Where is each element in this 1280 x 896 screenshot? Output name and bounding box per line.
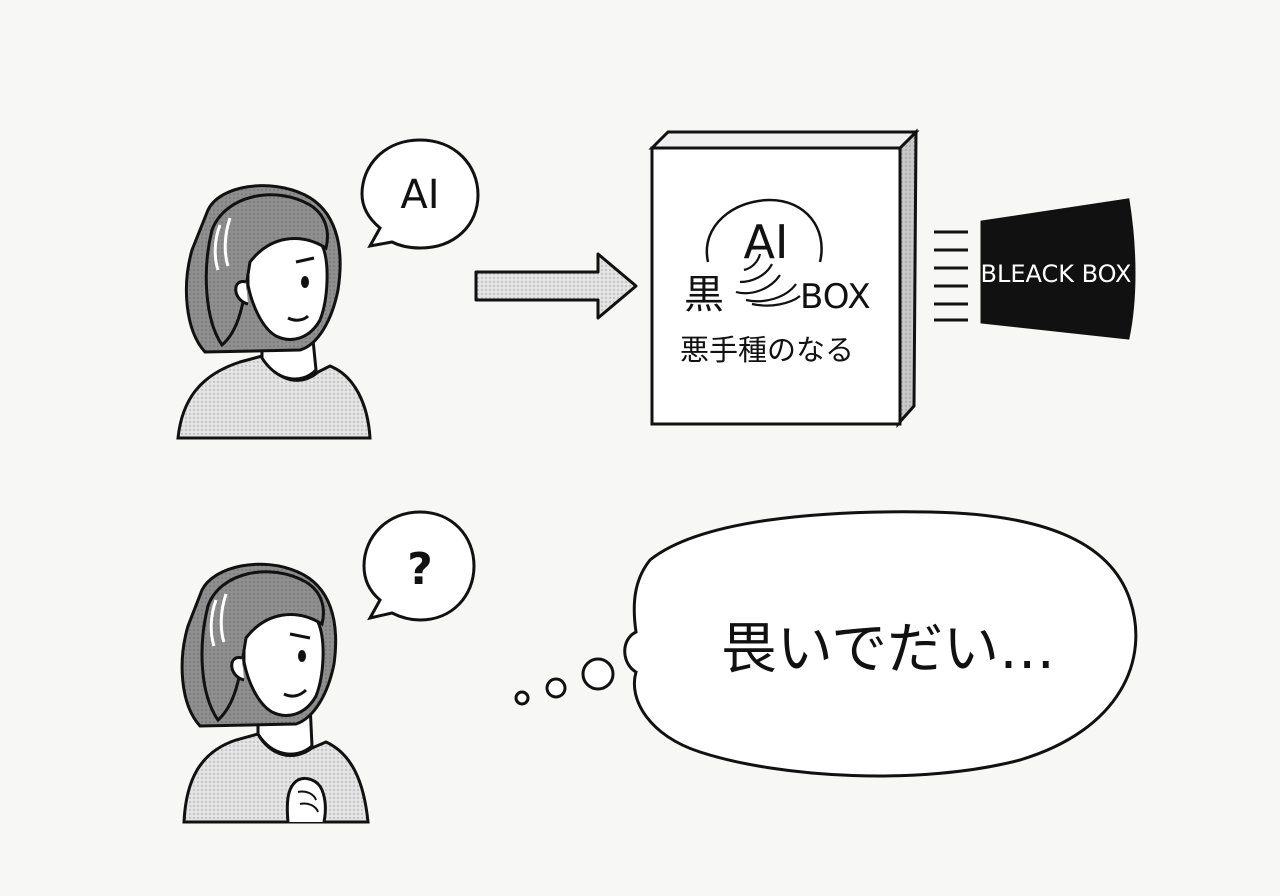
hand [285,776,327,823]
speech-bubble-bottom: ? [362,510,476,622]
box-box-text: BOX [800,277,871,317]
box-kanji-text: 黒 [684,272,724,318]
speech-bubble-bottom-text: ? [407,544,433,595]
thought-bubble: 畏いでだい… [623,510,1138,778]
swirl-lines [735,253,801,307]
motion-lines [934,230,968,322]
box-ai-text: AI [743,215,788,269]
eye [298,650,306,662]
eye [301,276,309,288]
dark-box: BLEACK BOX [980,198,1136,340]
box-top [648,130,920,150]
hair-bangs [200,570,325,723]
box-front [650,146,902,426]
ear [230,656,245,682]
hair-bangs [204,193,329,348]
woman-figure-bottom [180,562,370,824]
box-subtitle-text: 悪手種のなる [680,333,854,367]
speech-bubble-top-text: AI [400,172,439,218]
dark-box-text: BLEACK BOX [981,260,1132,288]
ear [234,280,249,306]
speech-bubble-top: AI [360,138,480,250]
ai-box: AI 黒 BOX 悪手種のなる [648,128,920,428]
arrow-right [474,252,638,320]
thought-dots [514,657,615,706]
thought-bubble-text: 畏いでだい… [721,617,1055,682]
woman-figure-top [176,184,372,440]
